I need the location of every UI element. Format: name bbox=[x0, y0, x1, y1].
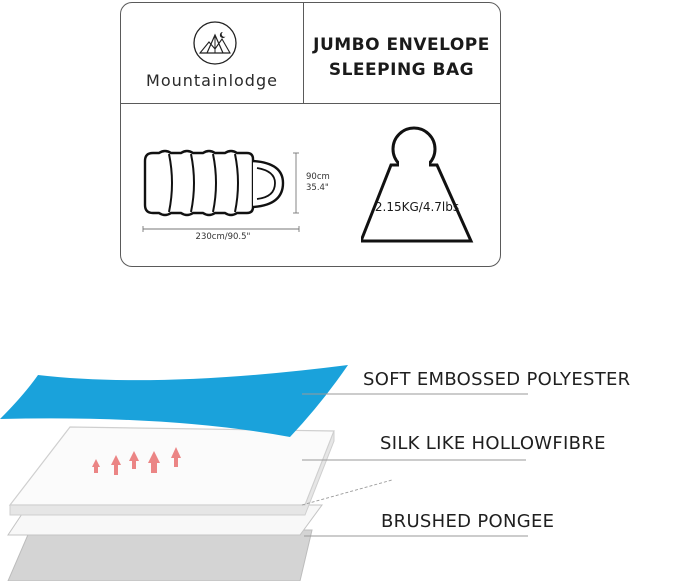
layer-label-hollowfibre: SILK LIKE HOLLOWFIBRE bbox=[380, 433, 606, 454]
product-title-line-1: JUMBO ENVELOPE bbox=[313, 35, 490, 55]
product-title-line-2: SLEEPING BAG bbox=[328, 60, 475, 80]
layer-label-polyester: SOFT EMBOSSED POLYESTER bbox=[363, 369, 631, 390]
height-in: 35.4" bbox=[306, 183, 329, 193]
leader-line-middle bbox=[301, 479, 393, 506]
dimension-length: 230cm/90.5" bbox=[195, 232, 251, 242]
layer-hollowfibre bbox=[8, 426, 335, 506]
product-title: JUMBO ENVELOPE SLEEPING BAG bbox=[303, 33, 500, 83]
layers-illustration bbox=[0, 365, 528, 581]
sleeping-bag-icon bbox=[142, 149, 300, 232]
card-divider-vertical bbox=[303, 3, 304, 103]
heat-arrows-icon bbox=[92, 447, 181, 475]
card-divider-horizontal bbox=[121, 103, 500, 104]
mountain-lodge-logo-icon bbox=[193, 21, 237, 65]
layer-brushed-pongee bbox=[7, 529, 313, 581]
dimension-height: 90cm 35.4" bbox=[306, 172, 330, 194]
height-cm: 90cm bbox=[306, 172, 330, 182]
weight-icon bbox=[361, 126, 474, 243]
weight-label: 2.15KG/4.7lbs bbox=[374, 200, 460, 214]
spec-card: Mountainlodge JUMBO ENVELOPE SLEEPING BA… bbox=[120, 2, 501, 267]
brand-name: Mountainlodge bbox=[146, 71, 278, 90]
layer-hollowfibre-edge bbox=[9, 430, 335, 516]
layer-label-pongee: BRUSHED PONGEE bbox=[381, 511, 555, 532]
layer-soft-polyester bbox=[0, 365, 348, 437]
